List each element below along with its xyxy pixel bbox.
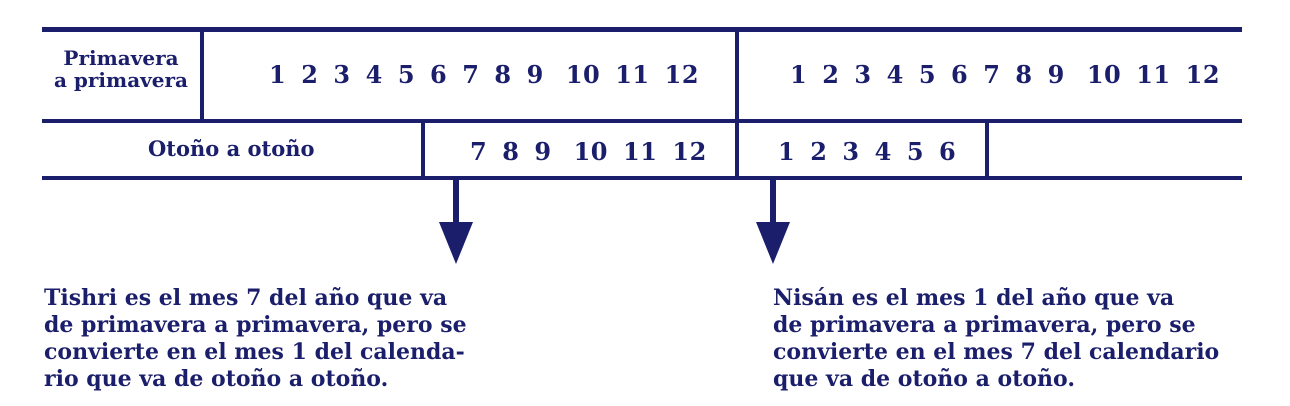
month-number: 4: [886, 60, 904, 89]
table-top-rule: [42, 27, 1242, 32]
row2-label: Otoño a otoño: [148, 136, 315, 161]
table-bottom-rule: [42, 176, 1242, 180]
month-number: 6: [951, 60, 969, 89]
month-number: 8: [494, 60, 512, 89]
month-number: 4: [365, 60, 383, 89]
month-number: 10: [565, 60, 601, 89]
month-number: 7: [983, 60, 1001, 89]
month-number: 2: [822, 60, 840, 89]
month-number: 9: [534, 137, 552, 166]
note-line: rio que va de otoño a otoño.: [44, 366, 389, 392]
note-tishri: Tishri es el mes 7 del año que va de pri…: [44, 285, 467, 393]
month-number: 11: [615, 60, 650, 89]
row2-end-divider: [985, 119, 989, 180]
table-middle-rule: [42, 119, 1242, 123]
row2-label-divider: [421, 119, 425, 180]
month-number: 6: [430, 60, 448, 89]
note-line: Nisán es el mes 1 del año que va: [773, 285, 1175, 311]
arrow-down-icon: [756, 180, 790, 264]
month-number: 12: [1185, 60, 1221, 89]
row1-label-divider: [200, 27, 204, 123]
row1-label-line2: a primavera: [53, 68, 188, 92]
month-number: 8: [502, 137, 520, 166]
note-line: convierte en el mes 1 del calenda-: [44, 339, 465, 365]
month-number: 1: [269, 60, 287, 89]
month-number: 3: [854, 60, 872, 89]
year-boundary-divider: [735, 27, 739, 180]
month-number: 11: [623, 137, 658, 166]
month-number: 7: [462, 60, 480, 89]
month-number: 12: [664, 60, 700, 89]
note-line: que va de otoño a otoño.: [773, 366, 1075, 392]
row1-label-line1: Primavera: [63, 46, 179, 70]
note-line: Tishri es el mes 7 del año que va: [44, 285, 448, 311]
month-number: 3: [333, 60, 351, 89]
month-number: 7: [470, 137, 488, 166]
note-nisan: Nisán es el mes 1 del año que va de prim…: [773, 285, 1219, 393]
month-number: 2: [301, 60, 319, 89]
note-line: de primavera a primavera, pero se: [44, 312, 467, 338]
month-number: 1: [790, 60, 808, 89]
month-number: 6: [939, 137, 957, 166]
row1-label: Primavera a primavera: [46, 47, 196, 91]
month-number: 10: [1086, 60, 1122, 89]
month-number: 9: [1047, 60, 1065, 89]
month-number: 1: [778, 137, 796, 166]
month-number: 8: [1015, 60, 1033, 89]
arrow-down-icon: [439, 180, 473, 264]
month-number: 4: [874, 137, 892, 166]
month-number: 12: [672, 137, 707, 166]
note-line: de primavera a primavera, pero se: [773, 312, 1196, 338]
month-number: 3: [842, 137, 860, 166]
month-number: 2: [810, 137, 828, 166]
month-number: 5: [918, 60, 937, 89]
month-number: 11: [1136, 60, 1171, 89]
month-number: 9: [526, 60, 544, 89]
month-number: 5: [906, 137, 925, 166]
month-number: 5: [397, 60, 416, 89]
month-number: 10: [573, 137, 609, 166]
note-line: convierte en el mes 7 del calendario: [773, 339, 1220, 365]
